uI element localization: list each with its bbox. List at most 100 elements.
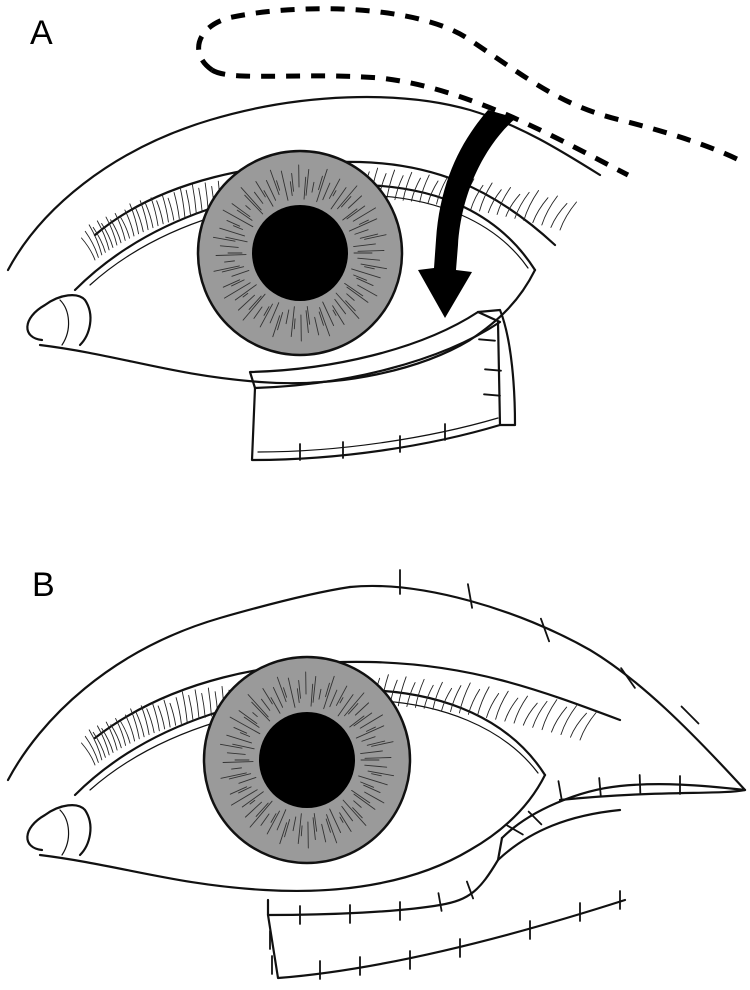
iris-striation bbox=[341, 805, 354, 822]
eyelash bbox=[130, 708, 140, 740]
iris-striation bbox=[339, 812, 352, 832]
dashed-flap-inner bbox=[210, 67, 630, 178]
eyelash bbox=[487, 189, 502, 214]
eyelash bbox=[415, 678, 425, 708]
iris-striation bbox=[311, 181, 315, 193]
suture bbox=[598, 777, 602, 797]
iris-striation bbox=[276, 809, 287, 831]
curved-arrow-icon bbox=[418, 110, 516, 318]
iris-striation bbox=[239, 732, 251, 737]
iris-striation bbox=[255, 802, 269, 817]
eyelash bbox=[81, 742, 96, 766]
iris-striation bbox=[341, 196, 352, 208]
iris-striation bbox=[346, 293, 355, 301]
iris-striation bbox=[224, 260, 235, 263]
iris-striation bbox=[226, 734, 253, 744]
eyelash bbox=[167, 197, 175, 221]
eyelash bbox=[394, 175, 404, 201]
iris-striation bbox=[225, 236, 248, 243]
iris-striation bbox=[351, 789, 371, 804]
iris-striation bbox=[238, 786, 252, 794]
eyelash bbox=[191, 184, 197, 215]
iris-striation bbox=[337, 694, 354, 717]
iris-striation bbox=[353, 243, 376, 248]
eyelash bbox=[163, 699, 171, 728]
iris-striation bbox=[285, 309, 290, 325]
eyelash bbox=[386, 169, 396, 200]
eyelash bbox=[88, 729, 103, 761]
iris-striation bbox=[300, 825, 303, 837]
iris-striation bbox=[305, 169, 310, 196]
iris-striation bbox=[334, 298, 347, 315]
iris-striation bbox=[231, 270, 250, 277]
pupil bbox=[252, 205, 348, 301]
iris-striation bbox=[240, 187, 262, 211]
iris-striation bbox=[357, 250, 385, 252]
iris-striation bbox=[259, 303, 273, 328]
eyelash bbox=[436, 177, 448, 205]
panel-a-label: A bbox=[30, 14, 53, 52]
iris-striation bbox=[325, 818, 331, 833]
iris-striation bbox=[313, 813, 318, 832]
eyelash bbox=[185, 189, 191, 216]
eyelash bbox=[551, 706, 568, 733]
iris-striation bbox=[363, 784, 381, 793]
iris-striation bbox=[229, 786, 248, 795]
iris-striation bbox=[360, 750, 383, 755]
eyelash bbox=[486, 693, 500, 718]
eyelash bbox=[105, 721, 118, 751]
iris-striation bbox=[310, 683, 314, 707]
iris-striation bbox=[276, 180, 281, 191]
iris-striation bbox=[332, 309, 337, 316]
iris-striation bbox=[352, 207, 376, 222]
iris-striation bbox=[236, 209, 253, 221]
iris-striation bbox=[231, 203, 251, 218]
eyelash bbox=[204, 182, 209, 212]
eyelash bbox=[560, 705, 578, 736]
iris-striation bbox=[263, 306, 270, 316]
iris-striation bbox=[244, 801, 262, 818]
suture bbox=[484, 368, 502, 372]
eyelash bbox=[114, 212, 126, 241]
iris-striation bbox=[346, 286, 369, 303]
iris-striation bbox=[263, 190, 274, 207]
iris-striation bbox=[326, 814, 338, 844]
lid-crease bbox=[93, 160, 557, 247]
iris-striation bbox=[361, 736, 376, 742]
eyelash bbox=[139, 200, 149, 231]
iris-striation bbox=[364, 266, 375, 270]
suture bbox=[467, 583, 473, 609]
flap-inset-lower bbox=[266, 898, 442, 917]
iris-striation bbox=[243, 716, 260, 728]
iris-striation bbox=[255, 181, 266, 198]
eyelash bbox=[476, 686, 490, 717]
iris-striation bbox=[318, 175, 323, 191]
iris-striation bbox=[312, 817, 316, 841]
eyelash bbox=[496, 187, 511, 215]
iris-striation bbox=[226, 220, 241, 227]
iris-striation bbox=[354, 702, 370, 716]
eyelash bbox=[541, 195, 558, 226]
eyelash bbox=[207, 687, 212, 717]
eyelash bbox=[514, 191, 530, 219]
iris-striation bbox=[219, 245, 239, 248]
iris-striation bbox=[289, 181, 293, 196]
eyelash bbox=[119, 720, 131, 744]
eyelash bbox=[96, 725, 110, 756]
iris-striation bbox=[232, 743, 255, 750]
iris-striation bbox=[224, 282, 251, 299]
iris-striation bbox=[346, 205, 366, 220]
iris-striation bbox=[351, 268, 381, 279]
suture bbox=[527, 810, 543, 826]
iris-striation bbox=[222, 279, 241, 288]
eyelash bbox=[105, 216, 118, 246]
iris-striation bbox=[262, 688, 273, 705]
iris-striation bbox=[234, 284, 257, 301]
eyelash bbox=[410, 177, 421, 202]
panel-b: B bbox=[6, 566, 747, 980]
iris-striation bbox=[221, 266, 245, 273]
iris-striation bbox=[342, 208, 358, 221]
eyelash bbox=[157, 705, 166, 730]
iris-striation bbox=[229, 716, 261, 735]
iris-striation bbox=[245, 205, 251, 211]
